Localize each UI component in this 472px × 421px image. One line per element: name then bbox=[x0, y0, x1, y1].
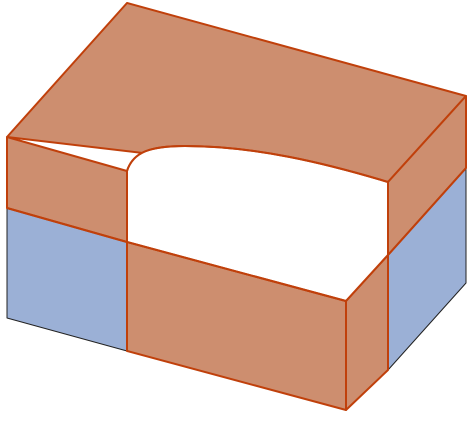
left-split-edge bbox=[6, 207, 128, 243]
cutout-floor-side-edge bbox=[345, 254, 389, 302]
cutout-floor-edge bbox=[126, 241, 347, 302]
right-split-edge bbox=[387, 167, 467, 256]
cutout-curve-edge bbox=[126, 145, 389, 183]
